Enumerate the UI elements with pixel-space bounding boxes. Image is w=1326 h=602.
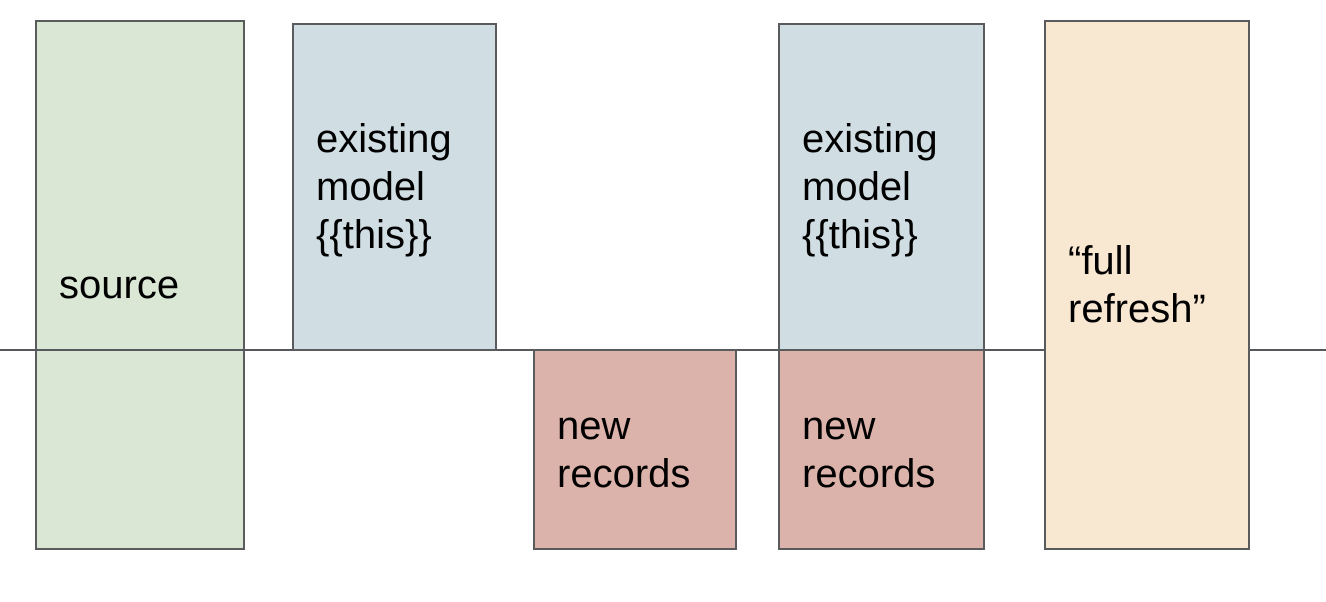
existing-model-box-right-label: {{this}} [802,213,918,257]
new-records-box-right-label: records [802,451,936,496]
source-box: source [35,20,245,550]
existing-model-box-right: existing model {{this}} [778,23,985,351]
new-records-box-left-label: new [557,403,631,448]
existing-model-box-right-label: model [802,165,911,209]
existing-model-box-right-label: existing [802,117,938,161]
new-records-box-right-label: new [802,403,876,448]
full-refresh-box-label: refresh” [1068,287,1206,331]
existing-model-box-left-label: model [316,165,425,209]
new-records-box-left: new records [533,349,737,550]
new-records-box-right: new records [778,349,985,550]
existing-model-box-left-label: existing [316,117,452,161]
existing-model-box-left: existing model {{this}} [292,23,497,351]
new-records-box-left-label: records [557,451,691,496]
source-box-label: source [59,263,180,307]
full-refresh-box: “full refresh” [1044,20,1250,550]
full-refresh-box-label: “full [1068,239,1133,283]
existing-model-box-left-label: {{this}} [316,213,432,257]
